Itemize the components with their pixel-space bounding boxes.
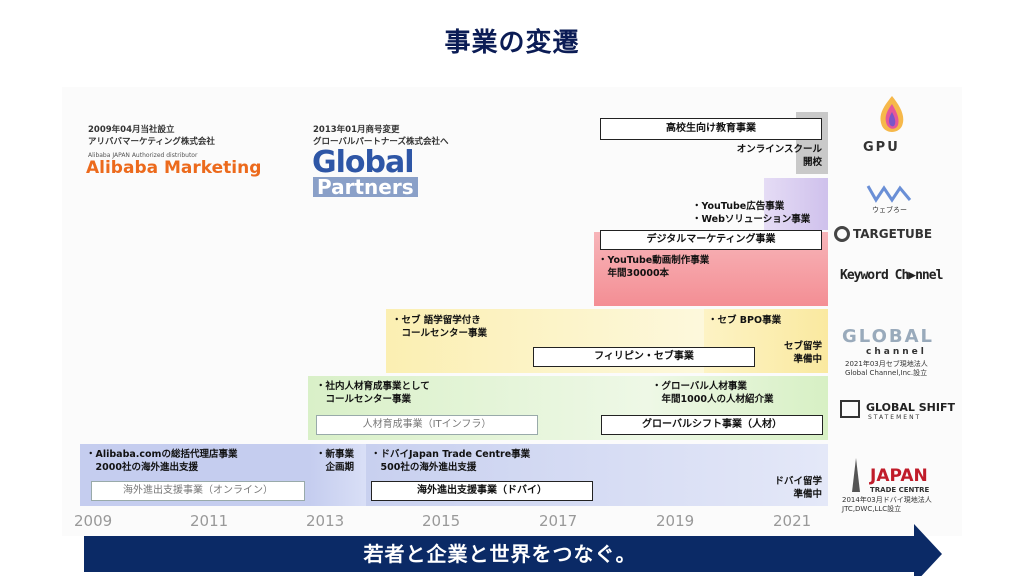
cebu-study-text: セブ留学 準備中 <box>783 341 822 365</box>
rename-date: 2013年01月商号変更 <box>313 125 400 135</box>
year-label: 2011 <box>190 512 229 530</box>
japan-trade-centre-sub: TRADE CENTRE <box>870 486 930 494</box>
online-school-text: オンラインスクール 開校 <box>736 144 822 168</box>
global-channel-note: 2021年03月セブ現地法人 Global Channel,Inc.設立 <box>845 360 928 377</box>
japan-trade-centre-logo: JAPAN <box>870 466 928 486</box>
alibaba-subtitle: Alibaba JAPAN Authorized distributor <box>88 152 198 159</box>
rename-name: グローバルパートナーズ株式会社へ <box>313 137 449 147</box>
targetube-target-icon <box>834 226 850 242</box>
year-label: 2009 <box>74 512 113 530</box>
slogan-arrow-bar <box>84 536 916 572</box>
rename-note: 2013年01月商号変更 グローバルパートナーズ株式会社へ <box>313 124 449 148</box>
global-channel-sub: channel <box>866 347 927 357</box>
dubai-study-text: ドバイ留学 準備中 <box>774 476 822 500</box>
web-business-text: ・YouTube広告事業 ・Webソリューション事業 <box>692 201 811 225</box>
keyword-channel-logo: Keyword Ch▶nnel <box>840 268 943 283</box>
webro-logo: ウェブろー <box>872 206 907 214</box>
global-partners-logo-top: Global <box>312 145 415 180</box>
year-label: 2015 <box>422 512 461 530</box>
global-shift-logo: GLOBAL SHIFT <box>866 401 955 414</box>
global-shift-icon <box>840 400 860 418</box>
founding-note: 2009年04月当社設立 アリババマーケティング株式会社 <box>88 124 215 148</box>
band-new-business <box>310 444 366 506</box>
global-shift-sub: STATEMENT <box>868 414 922 421</box>
global-hr-text: ・グローバル人材事業 年間1000人の人材紹介業 <box>652 381 774 405</box>
box-digital-marketing: デジタルマーケティング事業 <box>600 230 822 250</box>
cebu-business-text: ・セブ 語学留学付き コールセンター事業 <box>392 315 488 339</box>
slogan-text: 若者と企業と世界をつなぐ。 <box>363 542 637 566</box>
slogan-arrow-head-icon <box>914 524 942 576</box>
year-label: 2021 <box>773 512 812 530</box>
year-label: 2017 <box>539 512 578 530</box>
cebu-bpo-text: ・セブ BPO事業 <box>708 315 782 326</box>
box-hr-dev: 人材育成事業（ITインフラ） <box>316 415 538 435</box>
page-title: 事業の変遷 <box>444 28 580 58</box>
alibaba-business-text: ・Alibaba.comの総括代理店事業 2000社の海外進出支援 <box>86 449 238 473</box>
year-label: 2019 <box>656 512 695 530</box>
global-partners-logo-bottom: Partners <box>313 177 418 197</box>
jtc-tower-icon <box>846 458 866 492</box>
alibaba-marketing-logo: Alibaba Marketing <box>86 158 262 178</box>
founding-name: アリババマーケティング株式会社 <box>88 137 215 147</box>
targetube-logo: TARGETUBE <box>853 227 933 241</box>
box-global-shift: グローバルシフト事業（人材） <box>601 415 823 435</box>
webro-wave-icon <box>866 182 912 204</box>
dubai-business-text: ・ドバイJapan Trade Centre事業 500社の海外進出支援 <box>371 449 531 473</box>
gpu-logo: GPU <box>863 140 900 155</box>
youtube-business-text: ・YouTube動画制作事業 年間30000本 <box>598 255 710 279</box>
year-label: 2013 <box>306 512 345 530</box>
new-business-text: ・新事業 企画期 <box>316 449 355 473</box>
global-channel-logo: GLOBAL <box>842 326 935 347</box>
box-highschool: 高校生向け教育事業 <box>600 118 822 140</box>
gpu-flame-icon <box>872 94 912 140</box>
box-philippines: フィリピン・セブ事業 <box>533 347 755 367</box>
box-dubai-support: 海外進出支援事業（ドバイ） <box>371 481 593 501</box>
japan-trade-centre-note: 2014年03月ドバイ現地法人 JTC,DWC,LLC設立 <box>842 496 932 513</box>
band-web <box>764 178 828 230</box>
hr-business-text: ・社内人材育成事業として コールセンター事業 <box>316 381 430 405</box>
box-online-support: 海外進出支援事業（オンライン） <box>91 481 305 501</box>
founding-date: 2009年04月当社設立 <box>88 125 175 135</box>
